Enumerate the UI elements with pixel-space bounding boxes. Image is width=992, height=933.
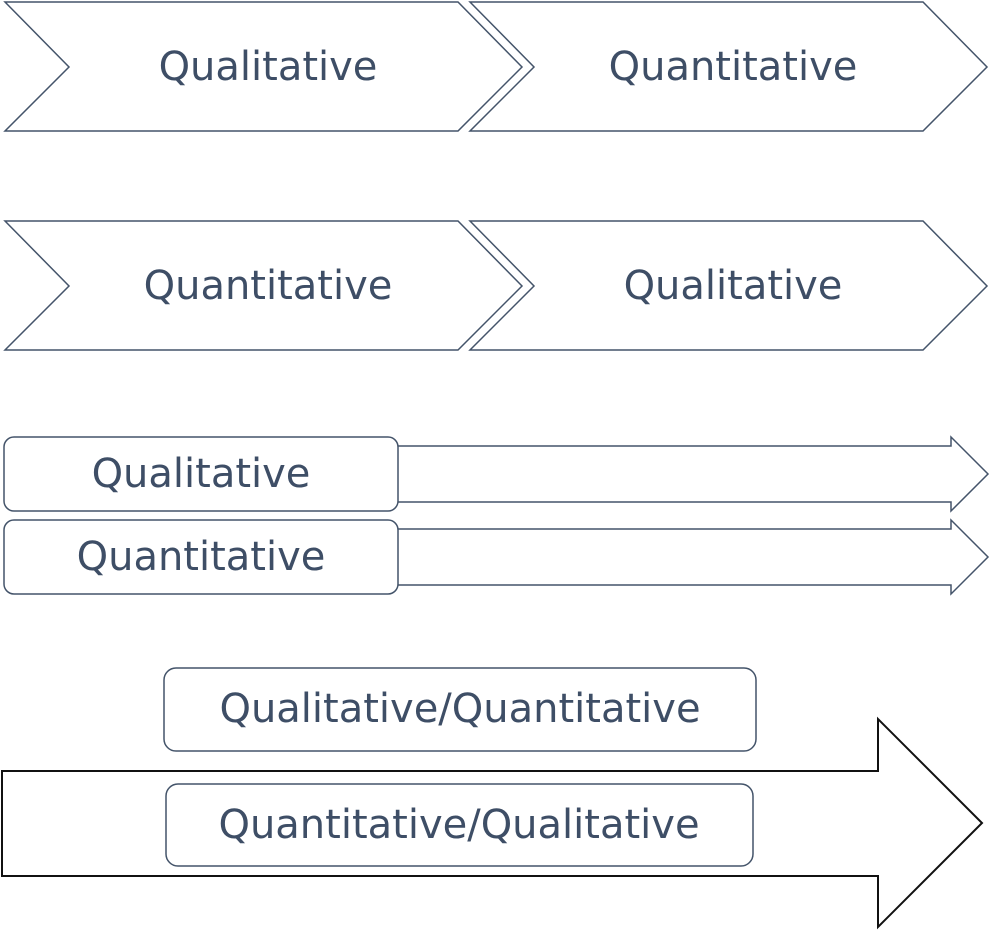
row4-box-1 (163, 667, 757, 752)
row1-chevron-sequence: Qualitative Quantitative (3, 1, 989, 132)
row4-box-2 (165, 783, 754, 867)
row2-chevron-1 (3, 220, 524, 351)
row1-chevron-1-label: Qualitative (159, 44, 378, 90)
row4-box-2-label: Quantitative/Qualitative (218, 802, 699, 848)
row3-arrow-1 (389, 435, 990, 513)
row3-box-1 (3, 436, 399, 512)
row3-arrow-2 (389, 518, 990, 596)
row2-chevron-1-label: Quantitative (144, 263, 393, 309)
row4-combined-arrow: Qualitative/Quantitative Quantitative/Qu… (1, 667, 984, 930)
row2-chevron-2 (468, 220, 989, 351)
row1-chevron-2 (468, 1, 989, 132)
row4-box-1-label: Qualitative/Quantitative (219, 686, 700, 732)
row3-box-1-label: Qualitative (92, 451, 311, 497)
row3-box-2-label: Quantitative (77, 534, 326, 580)
row1-chevron-1 (3, 1, 524, 132)
row2-chevron-2-label: Qualitative (624, 263, 843, 309)
row3-box-2 (3, 519, 399, 595)
row1-chevron-2-label: Quantitative (609, 44, 858, 90)
row3-parallel-arrows: Qualitative Quantitative (3, 435, 990, 596)
row2-chevron-sequence: Quantitative Qualitative (3, 220, 989, 351)
